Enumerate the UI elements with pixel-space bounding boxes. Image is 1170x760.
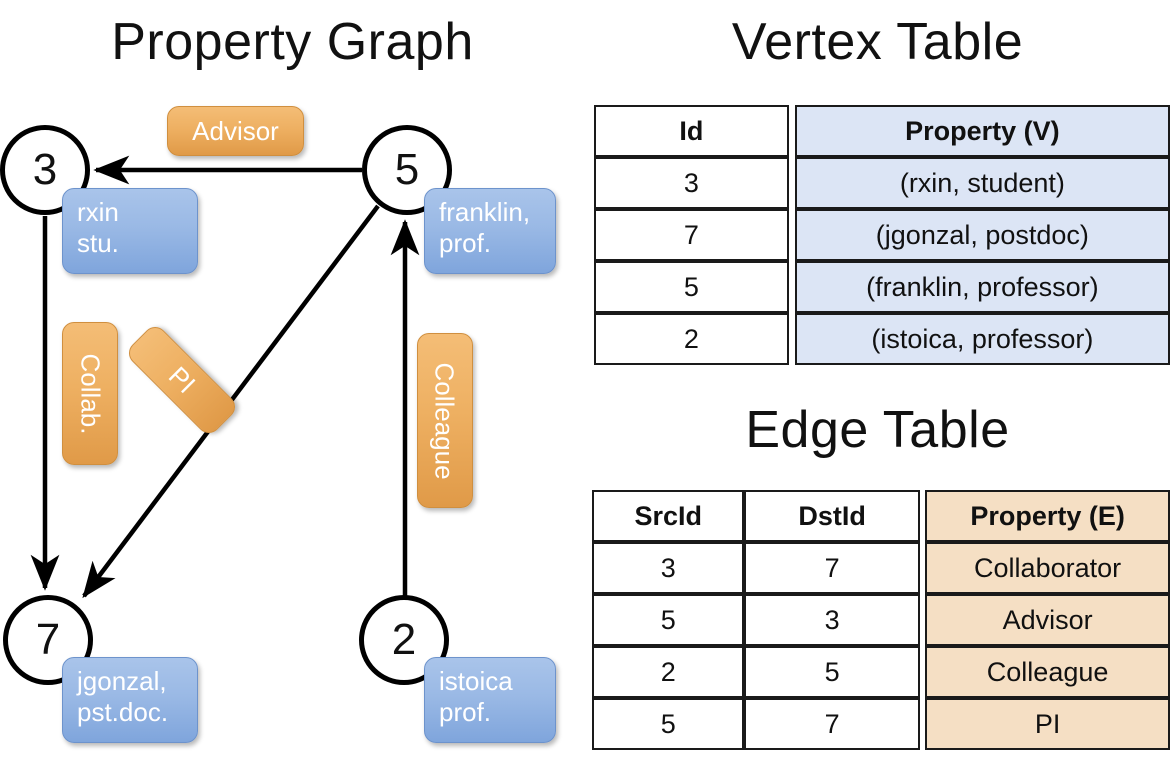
- edge-table-cell-dstid: 3: [744, 594, 920, 646]
- table-row[interactable]: 3 (rxin, student): [594, 157, 1170, 209]
- edge-table-cell-srcid: 5: [592, 594, 745, 646]
- table-row[interactable]: 5 3 Advisor: [592, 594, 1170, 646]
- edge-label-text: PI: [162, 360, 202, 400]
- edge-table-cell-property: Collaborator: [925, 542, 1170, 594]
- edge-table-cell-srcid: 5: [592, 698, 745, 750]
- edge-table-cell-srcid: 3: [592, 542, 745, 594]
- node-property-box-istoica[interactable]: istoica prof.: [424, 657, 556, 743]
- edge-label-colleague[interactable]: Colleague: [417, 333, 473, 508]
- node-property-line-2: stu.: [77, 227, 119, 258]
- vertex-table-cell-id: 2: [594, 313, 789, 365]
- vertex-table-cell-property: (jgonzal, postdoc): [794, 209, 1170, 261]
- node-property-box-rxin[interactable]: rxin stu.: [62, 188, 198, 274]
- node-property-line-1: franklin,: [439, 197, 531, 227]
- edge-table-cell-dstid: 7: [744, 542, 920, 594]
- vertex-table-cell-property: (istoica, professor): [794, 313, 1170, 365]
- vertex-table-cell-property: (franklin, professor): [794, 261, 1170, 313]
- vertex-table-cell-property: (rxin, student): [794, 157, 1170, 209]
- table-row[interactable]: 3 7 Collaborator: [592, 542, 1170, 594]
- node-property-box-jgonzal[interactable]: jgonzal, pst.doc.: [62, 657, 198, 743]
- vertex-table-cell-id: 5: [594, 261, 789, 313]
- edge-table-cell-property: Advisor: [925, 594, 1170, 646]
- vertex-table-header-property: Property (V): [794, 105, 1170, 157]
- edge-table-header-property: Property (E): [925, 490, 1170, 542]
- table-row[interactable]: 5 (franklin, professor): [594, 261, 1170, 313]
- edge-label-text: Collab.: [75, 353, 105, 434]
- edge-label-collab[interactable]: Collab.: [62, 322, 118, 465]
- node-property-line-1: rxin: [77, 197, 119, 227]
- node-property-line-2: prof.: [439, 696, 492, 727]
- edge-table: SrcId DstId Property (E) 3 7 Collaborato…: [592, 490, 1170, 750]
- table-header-row: SrcId DstId Property (E): [592, 490, 1170, 542]
- node-property-line-1: jgonzal,: [77, 666, 167, 696]
- vertex-table-cell-id: 7: [594, 209, 789, 261]
- page-title-vertex-table: Vertex Table: [731, 13, 1024, 71]
- table-row[interactable]: 2 (istoica, professor): [594, 313, 1170, 365]
- vertex-table-header-id: Id: [594, 105, 789, 157]
- property-graph-diagram: 3 5 7 2 rxin stu. franklin, prof. jgonza…: [0, 106, 556, 743]
- edge-table-cell-srcid: 2: [592, 646, 745, 698]
- graph-node-5[interactable]: 5: [362, 125, 452, 215]
- table-row[interactable]: 2 5 Colleague: [592, 646, 1170, 698]
- edge-label-advisor[interactable]: Advisor: [167, 106, 304, 156]
- edge-table-cell-property: Colleague: [925, 646, 1170, 698]
- page-title-edge-table: Edge Table: [745, 401, 1010, 459]
- edge-table-cell-dstid: 7: [744, 698, 920, 750]
- edge-table-cell-property: PI: [925, 698, 1170, 750]
- node-property-box-franklin[interactable]: franklin, prof.: [424, 188, 556, 274]
- edge-label-text: Advisor: [192, 116, 279, 146]
- edge-table-cell-dstid: 5: [744, 646, 920, 698]
- node-property-line-1: istoica: [439, 666, 513, 696]
- page-title-property-graph: Property Graph: [111, 13, 474, 71]
- table-row[interactable]: 7 (jgonzal, postdoc): [594, 209, 1170, 261]
- edge-label-text: Colleague: [430, 361, 460, 480]
- node-property-line-2: prof.: [439, 227, 492, 258]
- table-row[interactable]: 5 7 PI: [592, 698, 1170, 750]
- edge-table-header-srcid: SrcId: [592, 490, 745, 542]
- graph-node-2[interactable]: 2: [359, 595, 449, 685]
- vertex-table-cell-id: 3: [594, 157, 789, 209]
- table-header-row: Id Property (V): [594, 105, 1170, 157]
- vertex-table: Id Property (V) 3 (rxin, student) 7 (jgo…: [594, 105, 1170, 365]
- node-property-line-2: pst.doc.: [77, 696, 169, 727]
- edge-table-header-dstid: DstId: [744, 490, 920, 542]
